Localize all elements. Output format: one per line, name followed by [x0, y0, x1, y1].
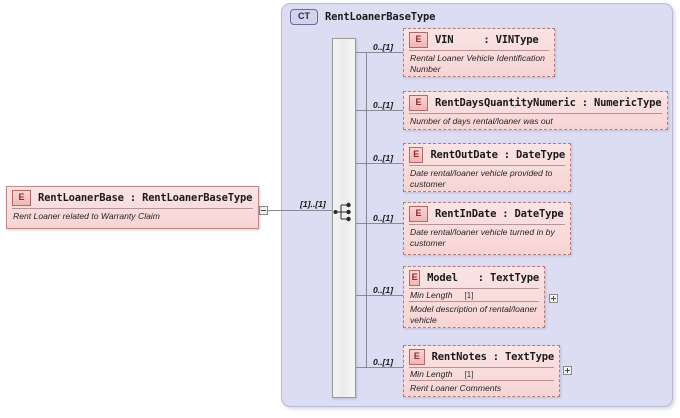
element-badge-icon: E [409, 205, 428, 222]
element-name-label: RentNotes [431, 350, 487, 363]
facet-row-min-length: Min Length [1] [404, 289, 544, 301]
element-type-label: : NumericType [581, 96, 662, 109]
plus-expander-rentnotes[interactable] [563, 366, 572, 375]
element-box-rentoutdate[interactable]: E RentOutDate : DateType Date rental/loa… [403, 143, 571, 192]
element-type-label: : DateType [503, 148, 565, 161]
element-name-label: Model [427, 271, 458, 284]
sequence-icon [333, 202, 355, 222]
element-description: Number of days rental/loaner was out [410, 116, 553, 126]
element-badge-icon: E [409, 94, 428, 111]
element-box-rentnotes[interactable]: E RentNotes : TextType Min Length [1] Re… [403, 345, 560, 397]
element-type-label: : VINType [483, 33, 539, 46]
facet-value: [1] [464, 290, 474, 300]
cardinality-model: 0..[1] [373, 285, 394, 295]
element-description: Model description of rental/loaner vehic… [410, 304, 538, 325]
divider [409, 113, 662, 114]
element-name-label: RentInDate [435, 207, 497, 220]
facet-row-min-length: Min Length [1] [404, 368, 559, 380]
element-type-label: : DateType [502, 207, 564, 220]
cardinality-rentindate: 0..[1] [373, 213, 394, 223]
element-description: Date rental/loaner vehicle turned in by … [410, 227, 555, 248]
minus-expander[interactable] [259, 206, 268, 215]
element-box-rentindate[interactable]: E RentInDate : DateType Date rental/loan… [403, 202, 571, 255]
complex-type-title: RentLoanerBaseType [325, 11, 436, 23]
cardinality-rentoutdate: 0..[1] [373, 153, 394, 163]
connector-root-to-sequence [268, 210, 332, 211]
element-header: E RentNotes : TextType [404, 346, 559, 367]
sequence-compositor-box[interactable] [332, 38, 356, 398]
ct-badge-icon: CT [290, 9, 318, 25]
facet-label: Min Length [410, 290, 453, 300]
connector-to-rentnotes [356, 367, 403, 368]
divider [12, 208, 253, 209]
element-description: Date rental/loaner vehicle provided to c… [410, 168, 553, 189]
element-type-label: : TextType [477, 271, 539, 284]
element-header: E RentInDate : DateType [404, 203, 570, 224]
divider [409, 380, 554, 381]
cardinality-vin: 0..[1] [373, 42, 394, 52]
element-badge-icon: E [409, 269, 421, 286]
divider [409, 367, 554, 368]
root-cardinality-label: [1]..[1] [300, 199, 326, 209]
facet-value: [1] [464, 369, 474, 379]
divider [409, 301, 539, 302]
element-type-label: : TextType [492, 350, 554, 363]
element-name-label: RentLoanerBase : RentLoanerBaseType [38, 191, 253, 204]
element-header: E RentOutDate : DateType [404, 144, 570, 165]
element-name-label: RentOutDate [430, 148, 498, 161]
connector-to-vin [356, 52, 403, 53]
complex-type-header: CT RentLoanerBaseType [282, 4, 672, 25]
connector-to-rentoutdate [356, 163, 403, 164]
connector-to-rentindate [356, 223, 403, 224]
plus-expander-model[interactable] [549, 294, 558, 303]
divider [409, 288, 539, 289]
element-name-label: VIN [435, 33, 454, 46]
cardinality-rentnotes: 0..[1] [373, 357, 394, 367]
element-box-rentdaysquantitynumeric[interactable]: E RentDaysQuantityNumeric : NumericType … [403, 91, 668, 130]
element-header: E VIN : VINType [404, 29, 554, 50]
facet-label: Min Length [410, 369, 453, 379]
element-description: Rent Loaner Comments [410, 383, 502, 393]
element-badge-icon: E [12, 189, 31, 206]
divider [409, 165, 565, 166]
element-description: Rent Loaner related to Warranty Claim [13, 211, 160, 221]
element-badge-icon: E [409, 348, 425, 365]
divider [409, 50, 549, 51]
element-box-rentloanerbase[interactable]: E RentLoanerBase : RentLoanerBaseType Re… [6, 186, 259, 229]
element-header: E Model : TextType [404, 267, 544, 288]
connector-to-rentdaysquantitynumeric [356, 110, 403, 111]
element-header: E RentDaysQuantityNumeric : NumericType [404, 92, 667, 113]
cardinality-rentdaysquantitynumeric: 0..[1] [373, 100, 394, 110]
element-box-vin[interactable]: E VIN : VINType Rental Loaner Vehicle Id… [403, 28, 555, 77]
element-box-model[interactable]: E Model : TextType Min Length [1] Model … [403, 266, 545, 328]
connector-trunk [366, 52, 367, 367]
element-badge-icon: E [409, 31, 428, 48]
element-name-label: RentDaysQuantityNumeric [435, 96, 576, 109]
connector-to-model [356, 295, 403, 296]
element-badge-icon: E [409, 146, 424, 163]
element-description: Rental Loaner Vehicle Identification Num… [410, 53, 545, 74]
divider [409, 224, 565, 225]
element-header: E RentLoanerBase : RentLoanerBaseType [7, 187, 258, 208]
